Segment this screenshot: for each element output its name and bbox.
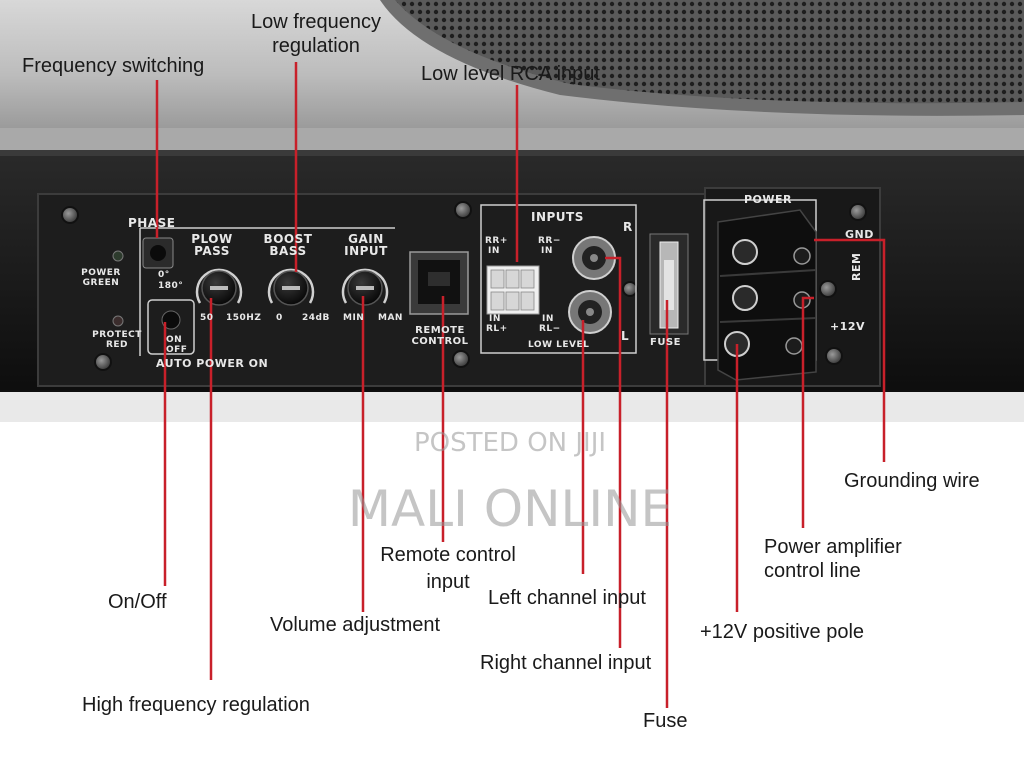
knob-gain-input <box>341 268 389 306</box>
scale-man-label: MAN <box>378 313 403 323</box>
rl-minus-label-2: RL− <box>539 324 561 334</box>
remote-control-panel-label-1: REMOTE <box>415 325 465 336</box>
callout-fuse: Fuse <box>643 710 688 732</box>
knob-plow-pass <box>195 268 243 306</box>
callout-on-off: On/Off <box>108 591 167 613</box>
callout-frequency-switching: Frequency switching <box>22 55 205 77</box>
boost-bass-label-2: BASS <box>269 244 307 258</box>
scale-24db-label: 24dB <box>302 313 330 323</box>
protect-red-label-2: RED <box>105 340 129 350</box>
rl-minus-label-1: IN <box>542 314 554 324</box>
rr-plus-label-1: RR+ <box>485 236 508 246</box>
callout-low-frequency-line2: regulation <box>272 35 360 57</box>
switch-on-label: ON <box>166 335 183 345</box>
callout-positive-pole: +12V positive pole <box>700 621 865 643</box>
screw <box>849 203 867 221</box>
callout-remote-control-line2: input <box>426 571 470 593</box>
rr-plus-label-2: IN <box>488 246 500 256</box>
watermark-line1: POSTED ON JIJI <box>413 428 607 458</box>
scale-150hz-label: 150HZ <box>226 313 262 323</box>
plus12v-panel-label: +12V <box>830 320 866 333</box>
rem-panel-label: REM <box>850 252 863 281</box>
plow-pass-label-2: PASS <box>194 244 230 258</box>
rl-plus-label-2: RL+ <box>486 324 508 334</box>
callout-power-amplifier-line1: Power amplifier <box>764 536 902 558</box>
plow-pass-label-1: PLOW <box>191 232 233 246</box>
gnd-panel-label: GND <box>845 228 874 241</box>
fuse-holder <box>649 233 689 335</box>
power-green-label-1: POWER <box>81 268 121 278</box>
callout-low-level-rca-input: Low level RCA input <box>421 63 600 85</box>
knob-boost-bass <box>267 268 315 306</box>
screw <box>454 201 472 219</box>
leader-lines <box>155 62 886 708</box>
left-channel-marker: L <box>621 329 630 343</box>
screw <box>825 347 843 365</box>
remote-control-panel-label-2: CONTROL <box>411 336 469 347</box>
screw <box>61 206 79 224</box>
screw <box>622 281 638 297</box>
power-terminal-block <box>703 199 817 381</box>
gain-input-label-1: GAIN <box>348 232 384 246</box>
callout-left-channel-input: Left channel input <box>488 587 646 609</box>
protect-red-label-1: PROTECT <box>92 330 142 340</box>
callout-remote-control-line1: Remote control <box>380 544 516 566</box>
callout-grounding-wire: Grounding wire <box>844 470 980 492</box>
inputs-block <box>480 204 637 354</box>
phase-switch <box>142 237 174 269</box>
power-green-label-2: GREEN <box>82 278 120 288</box>
boost-bass-label-1: BOOST <box>263 232 313 246</box>
phase-label: PHASE <box>128 216 176 230</box>
leader-grounding <box>814 238 886 462</box>
terminal-rem <box>732 285 758 311</box>
remote-control-jack <box>409 251 469 315</box>
leader-control-line <box>801 296 814 528</box>
screw <box>452 350 470 368</box>
rl-plus-label-1: IN <box>489 314 501 324</box>
gain-input-label-2: INPUT <box>344 244 388 258</box>
callout-high-frequency-regulation: High frequency regulation <box>82 694 310 716</box>
screw <box>819 280 837 298</box>
leader-right-channel <box>605 256 622 648</box>
callout-right-channel-input: Right channel input <box>480 652 652 674</box>
watermark-line2: MALI ONLINE <box>347 480 673 538</box>
switch-off-label: OFF <box>166 345 188 355</box>
screw <box>94 353 112 371</box>
fuse-panel-label: FUSE <box>650 337 681 348</box>
protect-led <box>112 315 124 327</box>
status-leds <box>112 250 124 327</box>
phase-180-label: 180° <box>158 281 184 291</box>
power-led <box>112 250 124 262</box>
scale-0-label: 0 <box>276 313 283 323</box>
device-top-shell <box>0 0 1024 150</box>
power-panel-label: POWER <box>744 193 793 206</box>
callout-low-frequency-line1: Low frequency <box>250 11 382 33</box>
rr-minus-label-2: IN <box>541 246 553 256</box>
terminal-gnd <box>732 239 758 265</box>
low-level-label: LOW LEVEL <box>528 340 590 350</box>
rr-minus-label-1: RR− <box>538 236 561 246</box>
inputs-label: INPUTS <box>531 210 584 224</box>
panel-screws <box>61 201 867 371</box>
callout-volume-adjustment: Volume adjustment <box>270 614 441 636</box>
scale-min-label: MIN <box>343 313 365 323</box>
power-switch <box>147 299 195 355</box>
right-channel-marker: R <box>623 220 633 234</box>
callout-power-amplifier-line2: control line <box>764 560 861 582</box>
auto-power-on-label: AUTO POWER ON <box>156 357 269 370</box>
scale-50-label: 50 <box>200 313 214 323</box>
phase-0-label: 0° <box>158 270 170 280</box>
